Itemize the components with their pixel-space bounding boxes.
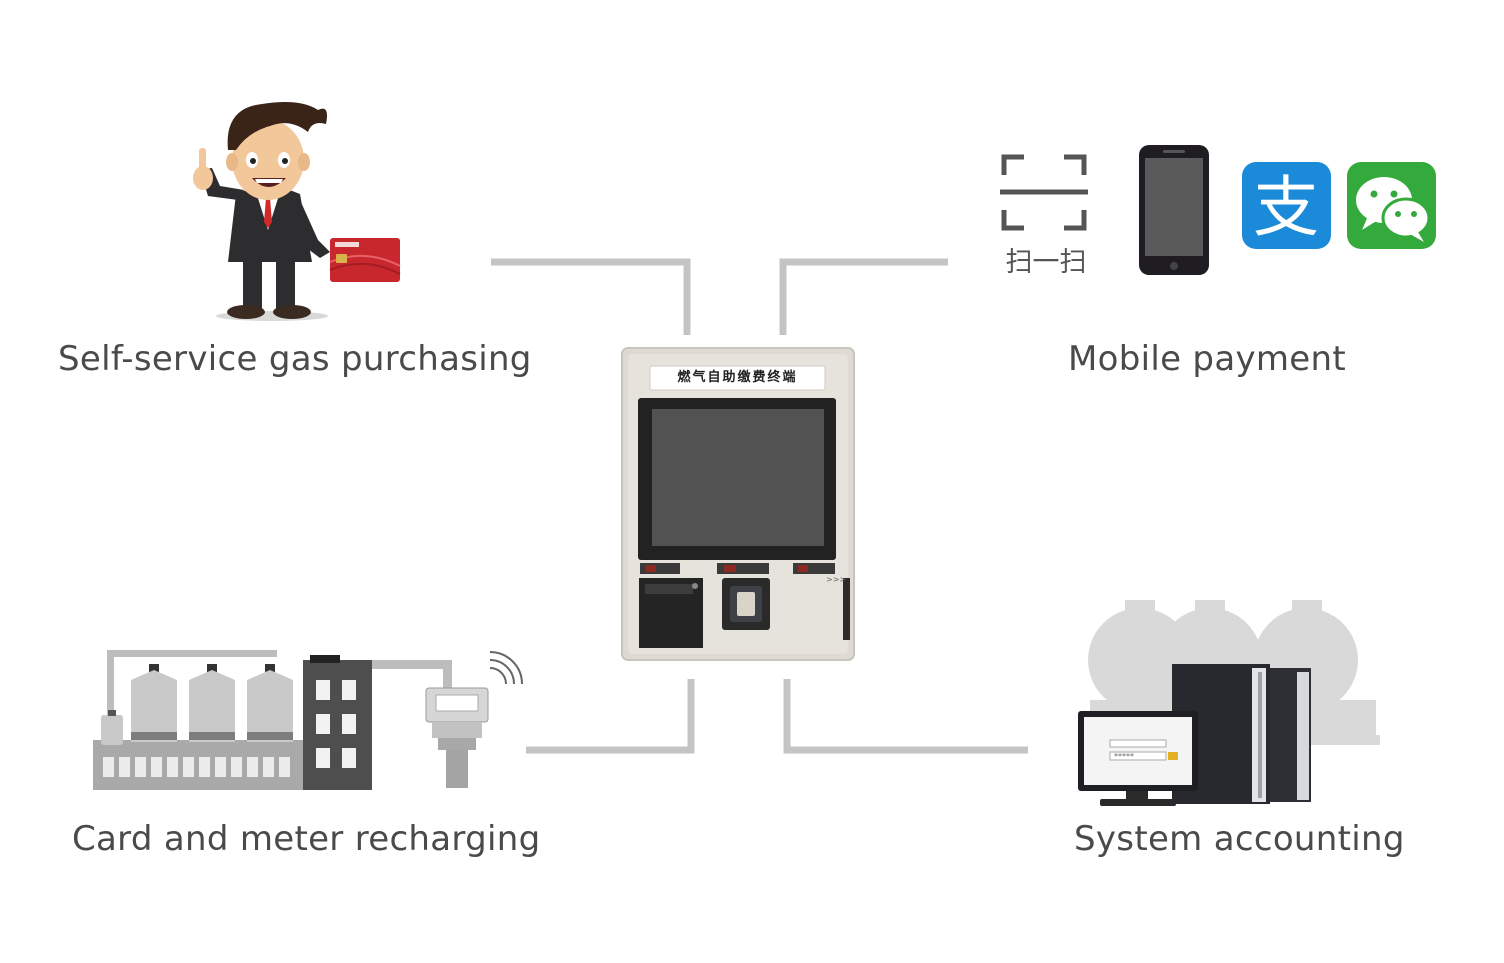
svg-text:*****: *****	[1114, 752, 1134, 761]
svg-text:>>>: >>>	[826, 575, 846, 584]
gas-card-icon	[329, 238, 401, 282]
wechat-icon	[1347, 162, 1436, 249]
connector-bottom-left	[526, 679, 695, 754]
computer-icon: *****	[1078, 664, 1311, 806]
label-system-accounting: System accounting	[1074, 819, 1405, 859]
alipay-icon: 支	[1242, 162, 1331, 249]
label-card-meter: Card and meter recharging	[72, 819, 541, 859]
scan-icon	[1000, 154, 1088, 231]
payment-kiosk: >>>	[621, 347, 855, 661]
gas-plant-illustration	[93, 650, 452, 790]
label-mobile-payment: Mobile payment	[1068, 339, 1346, 379]
kiosk-title-plate	[649, 365, 826, 391]
svg-text:支: 支	[1253, 169, 1319, 246]
connector-top-right	[779, 258, 948, 335]
connector-bottom-right	[783, 679, 1028, 754]
connector-top-left	[491, 258, 691, 335]
connector-lines	[491, 258, 1028, 754]
businessman-illustration	[193, 102, 401, 321]
kiosk-screen	[652, 409, 824, 546]
kiosk-title: 燃气自助缴费终端	[677, 370, 798, 385]
scan-label: 扫一扫	[1005, 247, 1087, 278]
smartphone-icon	[1139, 145, 1209, 275]
label-self-service: Self-service gas purchasing	[58, 339, 532, 379]
smart-meter-icon	[425, 651, 523, 788]
